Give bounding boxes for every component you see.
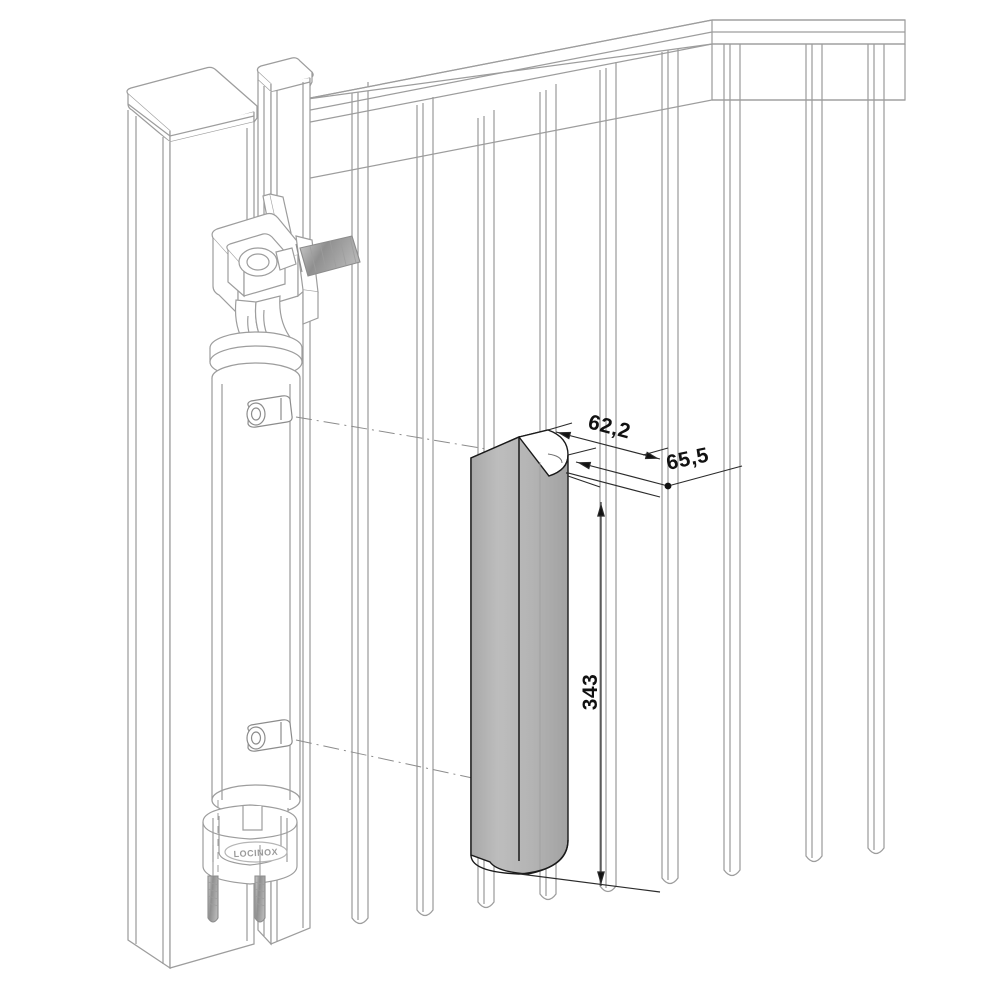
bracket-logo-text: LOCINOX xyxy=(233,847,278,859)
dimension-label-65-5: 65,5 xyxy=(664,443,711,474)
protective-cover xyxy=(470,429,569,875)
dimension-65-5 xyxy=(567,447,743,490)
dimension-label-62-2: 62,2 xyxy=(586,411,633,444)
fence-pickets xyxy=(351,22,885,925)
anchor-bolts xyxy=(207,845,266,923)
pivot-bolt xyxy=(295,235,361,277)
dimension-62-2 xyxy=(547,422,669,462)
adjustment-screw-top xyxy=(246,395,293,428)
dimension-343 xyxy=(519,472,661,893)
dimension-label-343: 343 xyxy=(579,674,602,711)
adjustment-screw-bottom xyxy=(246,719,293,752)
closer-cylinder xyxy=(211,362,301,849)
lower-bracket xyxy=(202,804,298,885)
gate-top-rail xyxy=(299,19,906,181)
